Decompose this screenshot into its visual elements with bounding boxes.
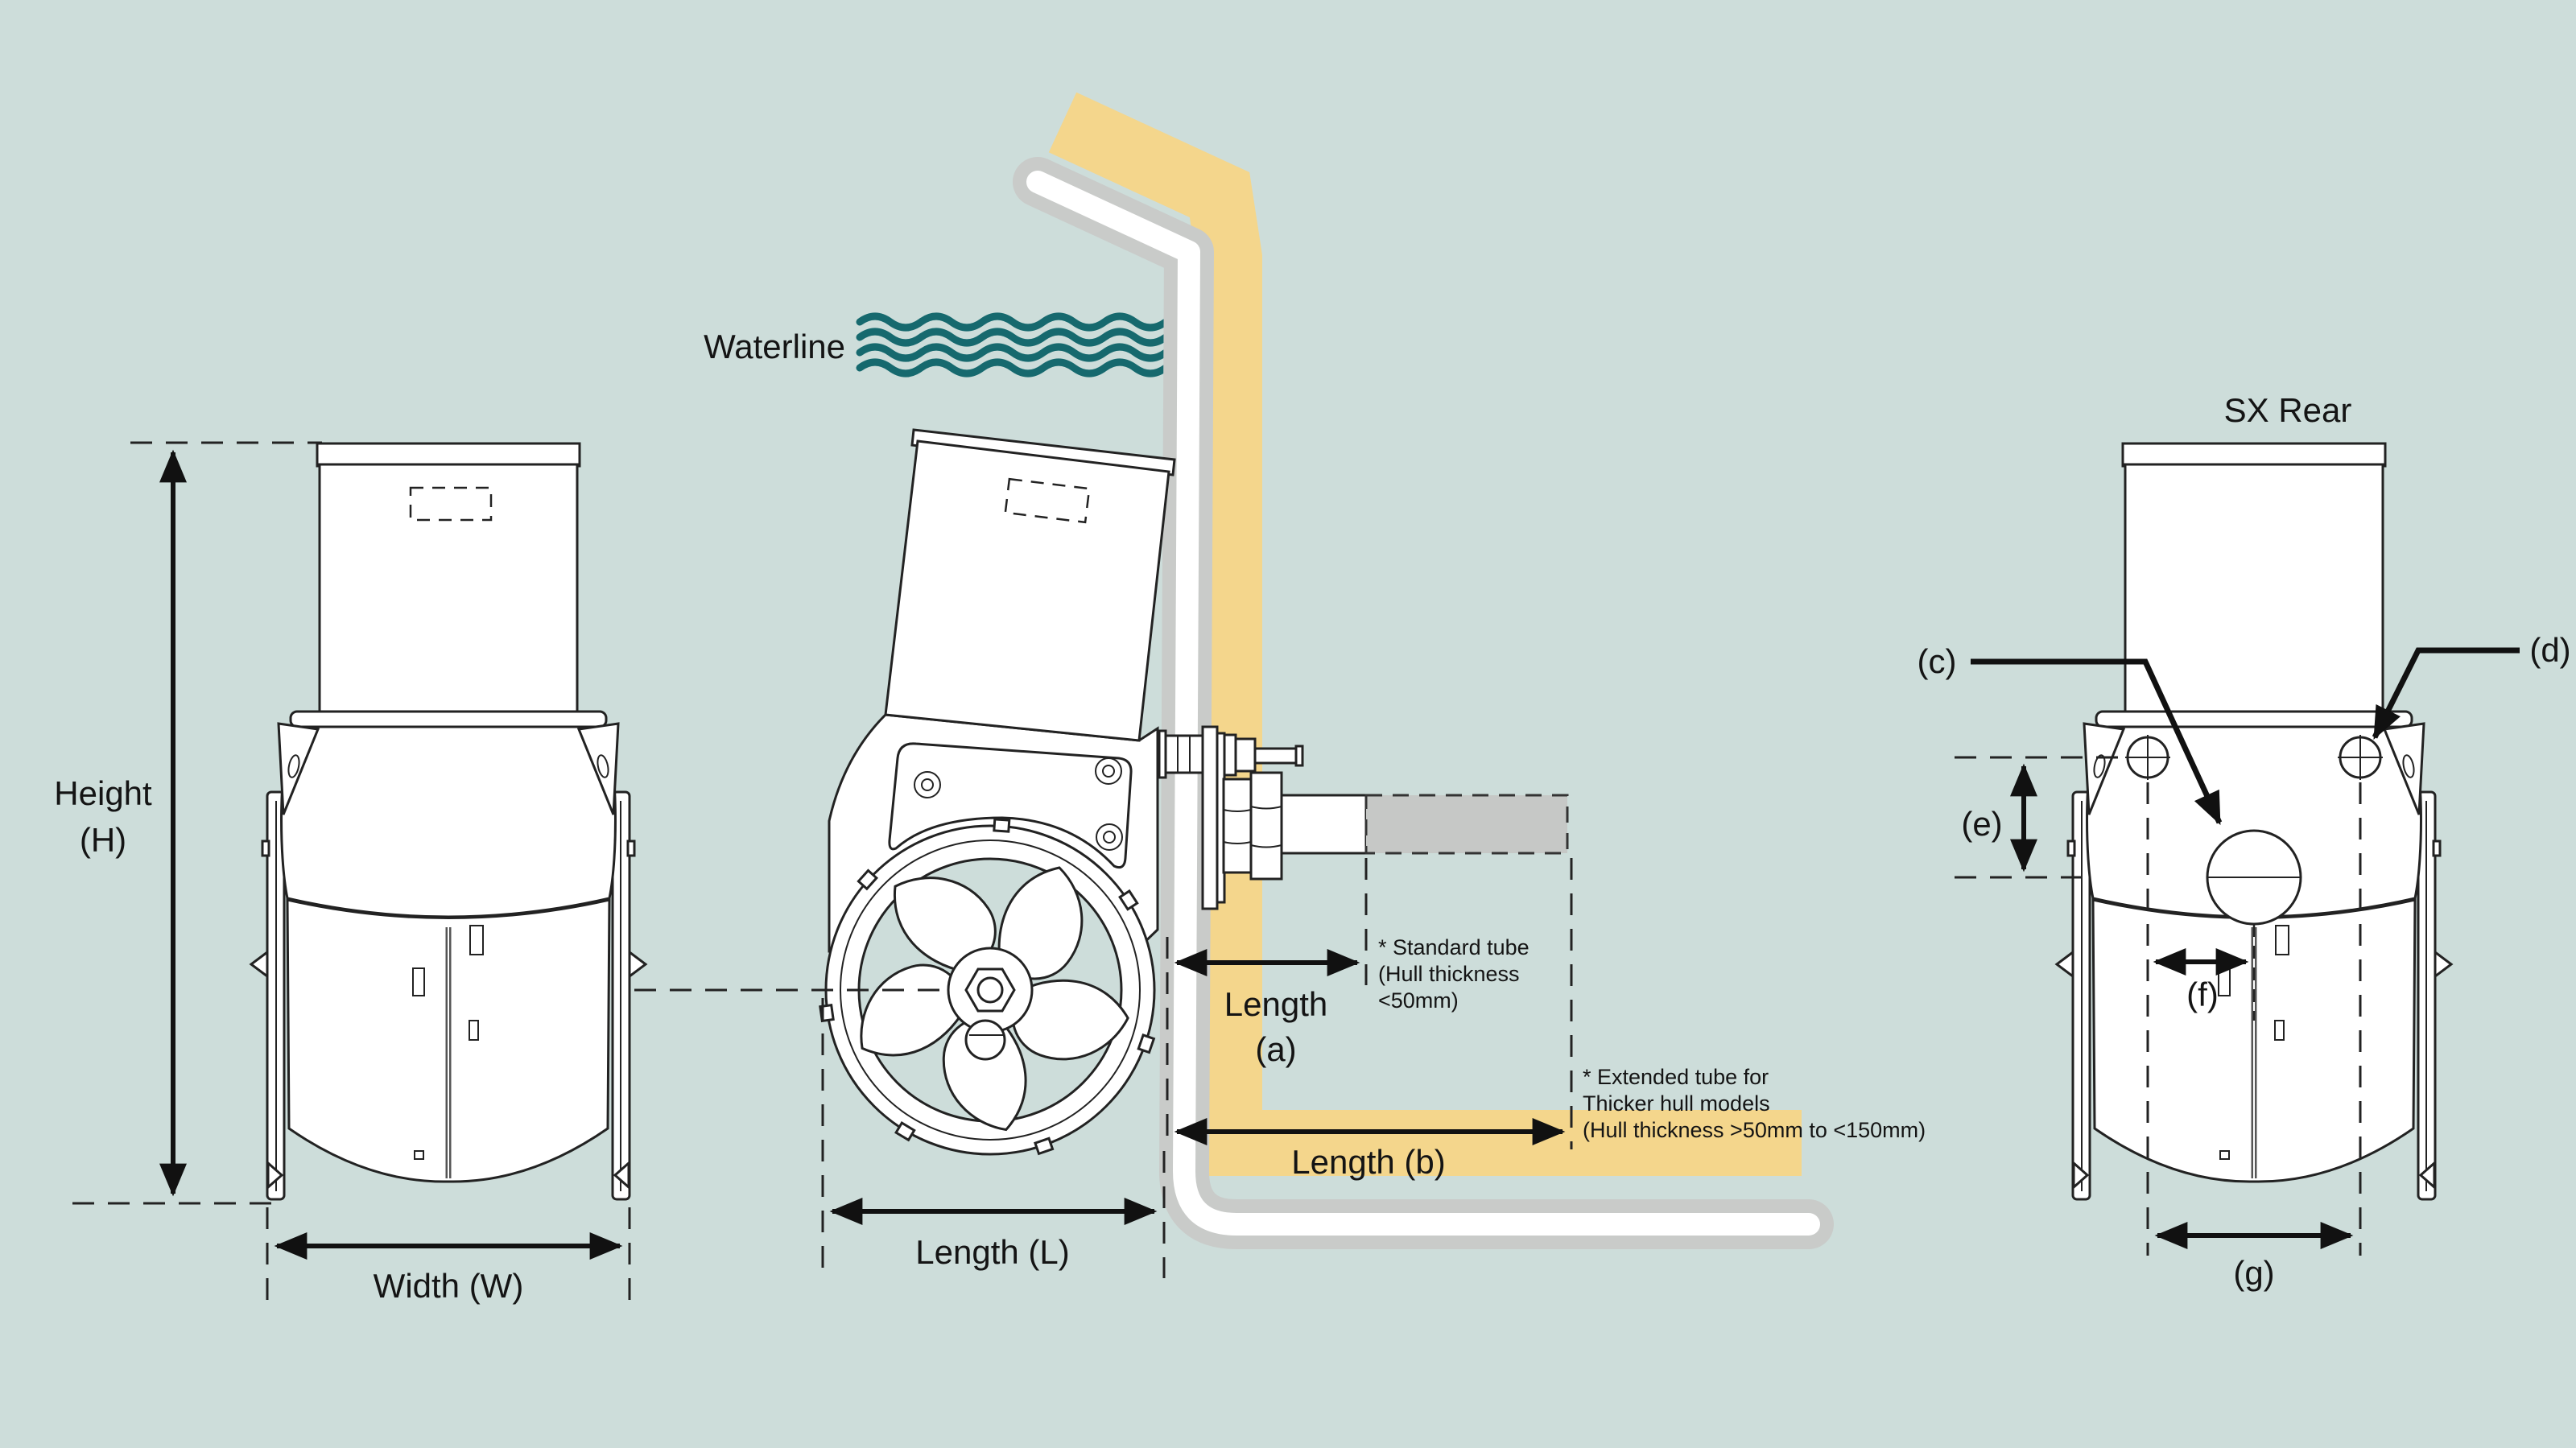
- extended-tube-note: * Extended tube for Thicker hull models …: [1583, 1065, 1926, 1142]
- callout-c-label: (c): [1918, 642, 1957, 680]
- svg-text:Thicker hull models: Thicker hull models: [1583, 1091, 1770, 1116]
- svg-text:<50mm): <50mm): [1378, 988, 1459, 1013]
- callout-d-label: (d): [2529, 631, 2570, 669]
- waterline-label: Waterline: [704, 328, 845, 365]
- length-b-label: Length (b): [1291, 1143, 1445, 1181]
- waterline-waves-icon: [856, 312, 1170, 377]
- stud-hex: [1223, 733, 1237, 777]
- dim-f-label: (f): [2186, 976, 2219, 1013]
- waterline-group: Waterline: [704, 312, 1170, 377]
- hull-plate-white: [1026, 171, 1820, 1236]
- anode: [964, 1019, 1006, 1061]
- length-a-label-line1: Length: [1224, 985, 1327, 1023]
- length-a-label-line2: (a): [1255, 1030, 1296, 1068]
- length-l-label: Length (L): [915, 1233, 1069, 1271]
- front-connector-dashed: [409, 486, 493, 522]
- hull-nut: [1222, 771, 1283, 881]
- svg-text:* Standard tube: * Standard tube: [1378, 935, 1530, 959]
- callout-d-leader: [2372, 647, 2520, 741]
- tailpiece-flange: [1201, 725, 1219, 910]
- through-hull-fitting: [1158, 725, 1569, 910]
- extended-tube: [1364, 794, 1569, 855]
- standard-tube-note: * Standard tube (Hull thickness <50mm): [1378, 935, 1530, 1013]
- standard-tube: [1280, 794, 1368, 855]
- side-view: Length (L) Length (a) Length (b) * Stand…: [634, 428, 1926, 1278]
- stud-rod: [1253, 747, 1298, 765]
- front-view: Height (H) Width (W): [54, 443, 646, 1309]
- callout-c-leader: [1971, 658, 2223, 826]
- side-motor: [884, 428, 1176, 742]
- rear-view: SX Rear (e) (f) (g) (c) (d): [1918, 391, 2571, 1292]
- svg-text:(Hull thickness >50mm to <150m: (Hull thickness >50mm to <150mm): [1583, 1118, 1926, 1142]
- propeller: [860, 866, 1129, 1132]
- rear-view-title: SX Rear: [2224, 391, 2352, 429]
- cover-plate: [888, 742, 1133, 869]
- height-label-line1: Height: [54, 774, 152, 812]
- svg-text:(Hull thickness: (Hull thickness: [1378, 962, 1520, 986]
- height-label-line2: (H): [80, 821, 126, 859]
- propeller-assembly: [819, 818, 1156, 1156]
- motor-connector-dashed: [1004, 477, 1091, 524]
- dim-g-label: (g): [2233, 1254, 2274, 1292]
- dim-e-label: (e): [1961, 805, 2002, 843]
- width-label: Width (W): [374, 1267, 524, 1305]
- svg-text:* Extended tube for: * Extended tube for: [1583, 1065, 1769, 1089]
